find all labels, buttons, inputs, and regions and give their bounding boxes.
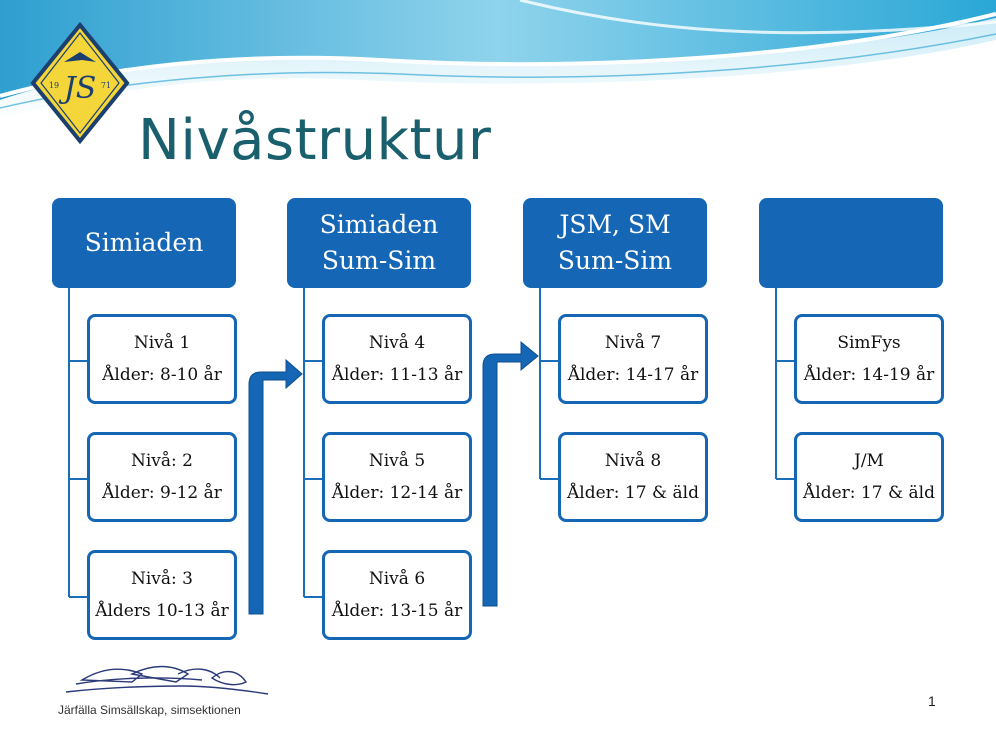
level-name: Nivå 4 <box>368 333 426 353</box>
level-box: Nivå 6 Ålder: 13-15 år <box>322 550 472 640</box>
level-box: Nivå: 2 Ålder: 9-12 år <box>87 432 237 522</box>
column-header-4 <box>759 198 943 288</box>
level-name: SimFys <box>837 333 901 353</box>
level-age: Ålder: 17 & äld <box>803 483 935 503</box>
column-header-1: Simiaden <box>52 198 236 288</box>
bent-arrow-icon <box>482 340 539 607</box>
level-name: Nivå 6 <box>368 569 426 589</box>
level-name: J/M <box>854 451 884 471</box>
header-wave-decoration <box>0 0 996 120</box>
level-box: J/M Ålder: 17 & äld <box>794 432 944 522</box>
level-name: Nivå 7 <box>604 333 662 353</box>
page-number: 1 <box>928 693 936 709</box>
level-name: Nivå 1 <box>133 333 191 353</box>
level-box: Nivå 1 Ålder: 8-10 år <box>87 314 237 404</box>
level-age: Ålder: 13-15 år <box>331 601 463 621</box>
logo-year-right: 71 <box>101 81 111 90</box>
column-header-line: Sum-Sim <box>321 246 437 275</box>
column-header-line: Simiaden <box>84 228 204 257</box>
level-age: Ålder: 14-19 år <box>803 365 935 385</box>
level-name: Nivå 5 <box>368 451 426 471</box>
level-age: Ålder: 9-12 år <box>102 483 222 503</box>
level-age: Ålder: 8-10 år <box>102 365 222 385</box>
footer-swimmer-logo <box>65 665 269 695</box>
level-box: Nivå 4 Ålder: 11-13 år <box>322 314 472 404</box>
level-age: Ålder: 17 & äld <box>567 483 699 503</box>
level-name: Nivå: 3 <box>131 569 193 589</box>
footer-text: Järfälla Simsällskap, simsektionen <box>58 703 241 717</box>
level-name: Nivå: 2 <box>131 451 193 471</box>
bird-icon <box>64 52 96 62</box>
slide-title: Nivåstruktur <box>138 108 492 173</box>
level-age: Ålder: 11-13 år <box>331 365 463 385</box>
level-box: Nivå 7 Ålder: 14-17 år <box>558 314 708 404</box>
level-box: Nivå 8 Ålder: 17 & äld <box>558 432 708 522</box>
level-box: Nivå: 3 Ålders 10-13 år <box>87 550 237 640</box>
column-header-3: JSM, SM Sum-Sim <box>523 198 707 288</box>
club-logo: JS 19 71 <box>30 22 130 144</box>
column-header-line: Sum-Sim <box>557 246 673 275</box>
level-age: Ålders 10-13 år <box>95 601 229 621</box>
level-age: Ålder: 12-14 år <box>331 483 463 503</box>
column-header-line: Simiaden <box>319 210 439 239</box>
bent-arrow-icon <box>248 358 303 615</box>
level-name: Nivå 8 <box>604 451 662 471</box>
logo-monogram: JS <box>58 71 97 106</box>
column-header-line: JSM, SM <box>559 210 671 239</box>
level-age: Ålder: 14-17 år <box>567 365 699 385</box>
logo-year-left: 19 <box>49 81 59 90</box>
level-box: Nivå 5 Ålder: 12-14 år <box>322 432 472 522</box>
